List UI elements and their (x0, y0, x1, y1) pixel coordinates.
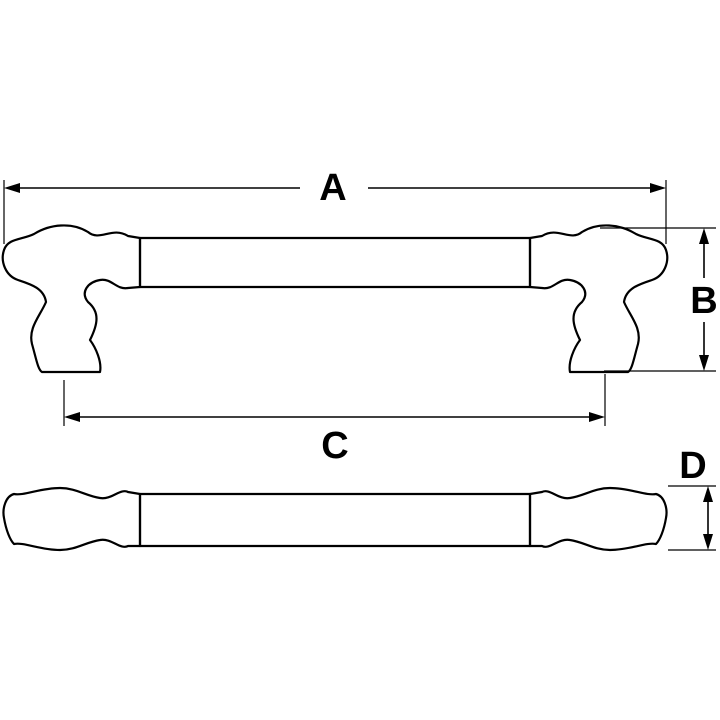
dimension-c-arrow-right (589, 412, 605, 422)
top-right-end-cap (528, 224, 669, 374)
side-right-end-cap (528, 486, 668, 552)
dimension-d-label: D (679, 445, 706, 487)
dimension-a-arrow-left (4, 183, 20, 193)
dimension-c-arrow-left (64, 412, 80, 422)
top-view-handle (1, 224, 669, 374)
dimension-c: C (63, 374, 606, 467)
dimension-c-label: C (321, 425, 348, 467)
dimension-b-arrow-top (699, 228, 709, 244)
top-bar (138, 236, 532, 289)
dimension-b: B (600, 227, 718, 372)
dimension-d: D (668, 445, 716, 551)
side-left-end-cap (2, 486, 142, 552)
dimension-a-label: A (319, 167, 346, 209)
dimension-a-arrow-right (650, 183, 666, 193)
dimension-d-arrow-top (703, 486, 713, 502)
side-view-handle (2, 486, 668, 552)
dimension-b-arrow-bottom (699, 355, 709, 371)
dimension-b-label: B (690, 280, 717, 322)
top-left-end-cap (1, 224, 142, 374)
dimension-d-arrow-bottom (703, 534, 713, 550)
side-bar (138, 492, 532, 548)
dimension-a: A (3, 167, 667, 244)
